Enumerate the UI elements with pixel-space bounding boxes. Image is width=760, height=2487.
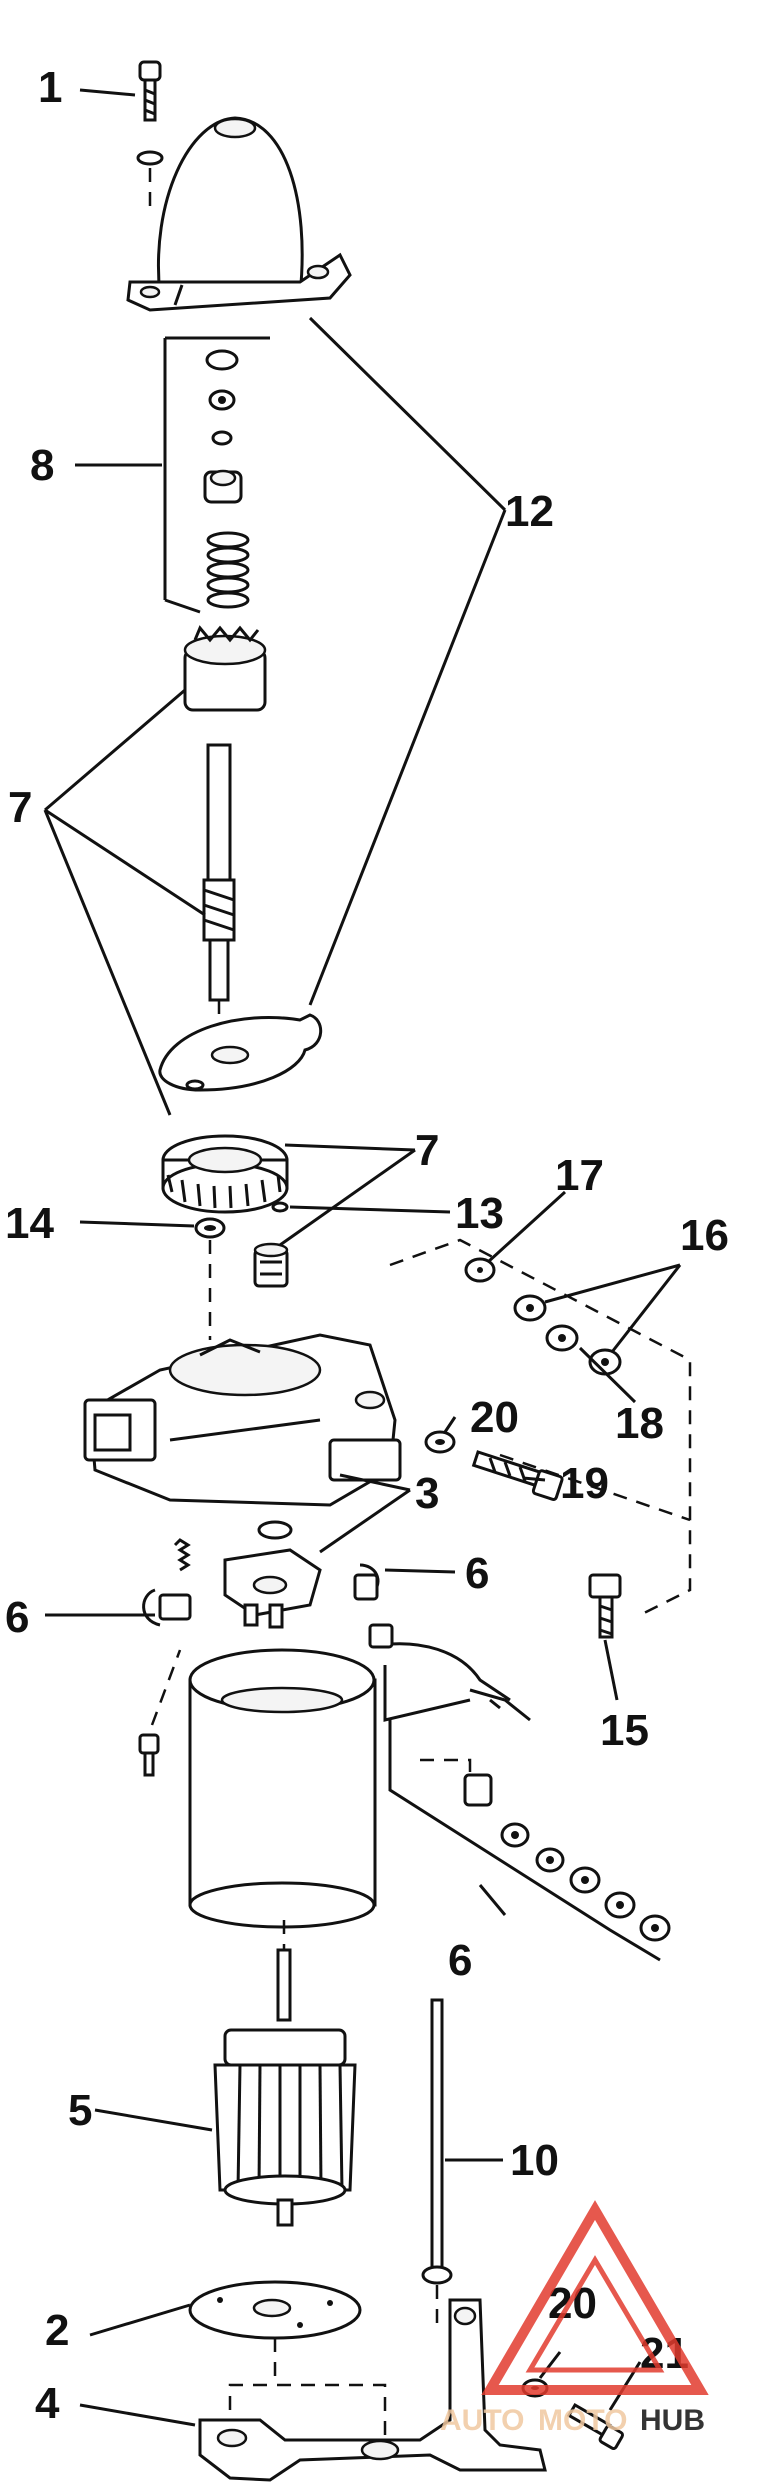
- label-part-8: 8: [30, 441, 54, 490]
- label-part-13: 13: [455, 1189, 504, 1238]
- label-part-19: 19: [560, 1459, 609, 1508]
- label-part-6-left: 6: [5, 1593, 29, 1642]
- label-part-6-bottom: 6: [448, 1936, 472, 1985]
- label-part-18: 18: [615, 1399, 664, 1448]
- part-12-drive-cap: [126, 116, 352, 312]
- part-6-bolt-small: [138, 1649, 182, 1777]
- part-8-kit: [163, 336, 270, 614]
- watermark-text-moto: MOTO: [538, 2404, 627, 2437]
- label-part-4: 4: [35, 2379, 60, 2428]
- part-15-terminal-stud: [588, 1573, 622, 1639]
- part-21-screw: [566, 2402, 624, 2450]
- label-part-20-upper: 20: [470, 1393, 519, 1442]
- label-part-7-lower: 7: [415, 1126, 439, 1175]
- part-4-bracket: [198, 2298, 547, 2482]
- label-part-16: 16: [680, 1211, 729, 1260]
- field-case: [188, 1648, 377, 1929]
- part-1-screw: [136, 60, 164, 215]
- label-part-5: 5: [68, 2086, 92, 2135]
- label-part-6-right: 6: [465, 1549, 489, 1598]
- starter-frame-housing: [83, 1333, 402, 1507]
- part-19-bolt: [424, 1430, 564, 1501]
- label-part-1: 1: [38, 63, 62, 112]
- label-part-3: 3: [415, 1469, 439, 1518]
- terminal-hardware-box: [389, 1238, 692, 1617]
- part-number-labels: 1 8 12 7 7 14 13 17 16 18 20 19 3 6 6 15…: [5, 63, 729, 2428]
- part-7-drive-gear: [183, 625, 267, 1030]
- part-10-through-bolt: [421, 1998, 453, 2330]
- leader-lines: [43, 88, 682, 2427]
- part-3-brush-plate: [173, 1520, 322, 1629]
- part-14-washer: [194, 1217, 226, 1340]
- watermark-text-auto: AUTO: [440, 2404, 524, 2437]
- part-16-nuts: [513, 1294, 622, 1376]
- automotohub-watermark-logo: AUTO MOTO HUB: [440, 2200, 709, 2437]
- label-part-7-upper: 7: [8, 783, 32, 832]
- part-7-idler-gears: [161, 1134, 289, 1288]
- label-part-14: 14: [5, 1199, 54, 1248]
- label-part-10: 10: [510, 2136, 559, 2185]
- label-part-15: 15: [600, 1706, 649, 1755]
- label-part-2: 2: [45, 2306, 69, 2355]
- label-part-20-lower: 20: [548, 2279, 597, 2328]
- part-2-end-plate: [188, 2280, 362, 2380]
- label-part-17: 17: [555, 1151, 604, 1200]
- label-part-12: 12: [505, 487, 554, 536]
- part-17-nut: [464, 1257, 496, 1283]
- part-6-brushes: [142, 1563, 531, 1722]
- watermark-text-hub: HUB: [640, 2404, 705, 2437]
- part-5-armature: [213, 1920, 357, 2227]
- part-12-plate: [158, 1013, 323, 1092]
- part-6-terminal-kit: [388, 1720, 671, 1962]
